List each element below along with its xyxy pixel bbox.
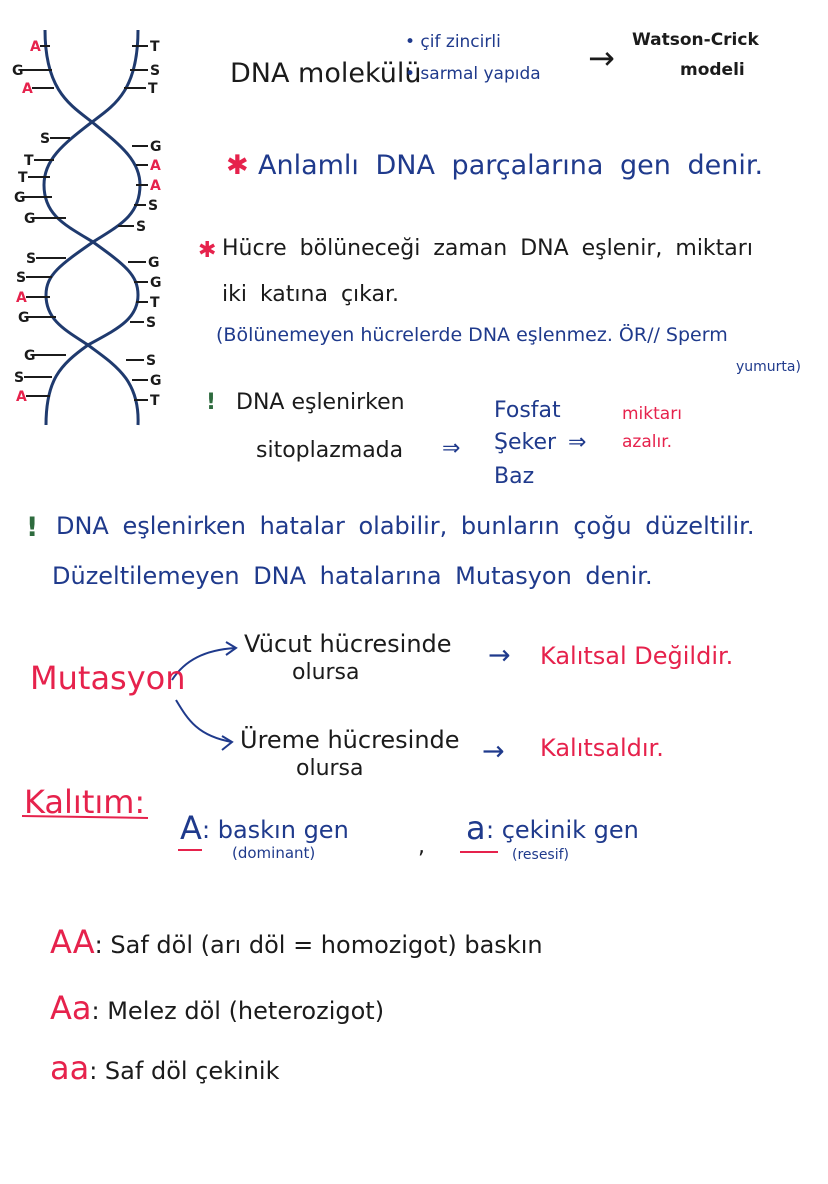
genotype-row: aa: Saf döl çekinik [50, 1052, 279, 1084]
reproductive-if: olursa [296, 756, 364, 781]
left-base-label: G [24, 211, 36, 227]
arrow-icon: → [488, 640, 511, 671]
genotype-desc: : Melez döl (heterozigot) [91, 997, 385, 1025]
exclamation-icon: ! [206, 390, 217, 415]
result-amount: miktarı [622, 404, 682, 424]
dominant-letter: A [180, 809, 202, 847]
model-name: Watson-Crick [632, 30, 759, 50]
right-base-label: G [148, 255, 160, 271]
left-base-label: T [24, 153, 34, 169]
item-base: Baz [494, 464, 535, 489]
genotype-desc: : Saf döl çekinik [89, 1057, 280, 1085]
genotype-row: AA: Saf döl (arı döl = homozigot) baskın [50, 926, 543, 958]
left-base-label: G [18, 310, 30, 326]
dominant-text: : baskın gen [202, 816, 349, 844]
recessive-letter: a [466, 809, 486, 847]
left-base-label: G [24, 348, 36, 364]
right-base-label: S [146, 315, 156, 331]
mutation-title: Mutasyon [30, 659, 186, 697]
bullet-double-strand: • çif zincirli [405, 32, 501, 52]
right-base-label: G [150, 139, 162, 155]
star-icon: ✱ [226, 150, 249, 181]
star-icon: ✱ [198, 238, 217, 263]
genotype-code: AA [50, 923, 95, 961]
left-base-label: A [16, 290, 27, 306]
somatic-if: olursa [292, 660, 360, 685]
gene-definition: Anlamlı DNA parçalarına gen denir. [258, 150, 764, 181]
left-base-label: A [22, 81, 33, 97]
genotype-code: aa [50, 1049, 90, 1087]
model-label: modeli [680, 60, 745, 80]
not-hereditary: Kalıtsal Değildir. [540, 642, 734, 670]
helix-strand [42, 29, 140, 426]
left-base-label: S [40, 131, 50, 147]
recessive-sub: (resesif) [512, 847, 570, 863]
errors-line2: Düzeltilemeyen DNA hatalarına Mutasyon d… [52, 562, 653, 590]
bullet-helix: • sarmal yapıda [405, 64, 541, 84]
genotype-row: Aa: Melez döl (heterozigot) [50, 992, 384, 1024]
left-base-label: S [14, 370, 24, 386]
dominant-sub: (dominant) [232, 844, 316, 862]
right-base-label: S [136, 219, 146, 235]
nondividing-note-cont: yumurta) [736, 359, 801, 375]
arrow-icon: ⇒ [568, 430, 587, 455]
item-phosphate: Fosfat [494, 398, 561, 423]
reproductive-cell: Üreme hücresinde [240, 726, 460, 754]
right-base-label: T [148, 81, 158, 97]
right-base-label: G [150, 373, 162, 389]
heredity-title: Kalıtım: [24, 783, 146, 821]
division-line2: iki katına çıkar. [222, 282, 400, 307]
nondividing-note: (Bölünemeyen hücrelerde DNA eşlenmez. ÖR… [216, 324, 728, 346]
arrow-icon: ⇒ [442, 436, 461, 461]
right-base-label: T [150, 393, 160, 409]
right-base-label: S [146, 353, 156, 369]
arrow-icon: → [588, 39, 615, 77]
separator: , [418, 834, 425, 859]
right-base-label: T [150, 295, 160, 311]
left-base-label: A [16, 389, 27, 405]
genotype-desc: : Saf döl (arı döl = homozigot) baskın [94, 931, 543, 959]
replication-line2: sitoplazmada [256, 438, 404, 463]
left-base-label: S [16, 270, 26, 286]
somatic-cell: Vücut hücresinde [244, 630, 452, 658]
item-sugar: Şeker [494, 430, 557, 455]
right-base-label: T [150, 39, 160, 55]
left-base-label: S [26, 251, 36, 267]
dna-molecule-label: DNA molekülü [230, 58, 422, 89]
result-decreases: azalır. [622, 432, 673, 452]
arrow-icon: → [482, 736, 505, 767]
recessive-text: : çekinik gen [486, 816, 639, 844]
division-line1: Hücre bölüneceği zaman DNA eşlenir, mikt… [222, 236, 753, 261]
right-base-label: S [148, 198, 158, 214]
right-base-label: A [150, 158, 161, 174]
genotype-code: Aa [50, 989, 92, 1027]
right-base-label: A [150, 178, 161, 194]
right-base-label: S [150, 63, 160, 79]
exclamation-icon: ! [26, 512, 39, 543]
left-base-label: A [30, 39, 41, 55]
left-base-label: T [18, 170, 28, 186]
errors-line1: DNA eşlenirken hatalar olabilir, bunları… [56, 512, 755, 540]
right-base-label: G [150, 275, 162, 291]
replication-line1: DNA eşlenirken [236, 390, 405, 415]
left-base-label: G [14, 190, 26, 206]
hereditary: Kalıtsaldır. [540, 734, 664, 762]
left-base-label: G [12, 63, 24, 79]
